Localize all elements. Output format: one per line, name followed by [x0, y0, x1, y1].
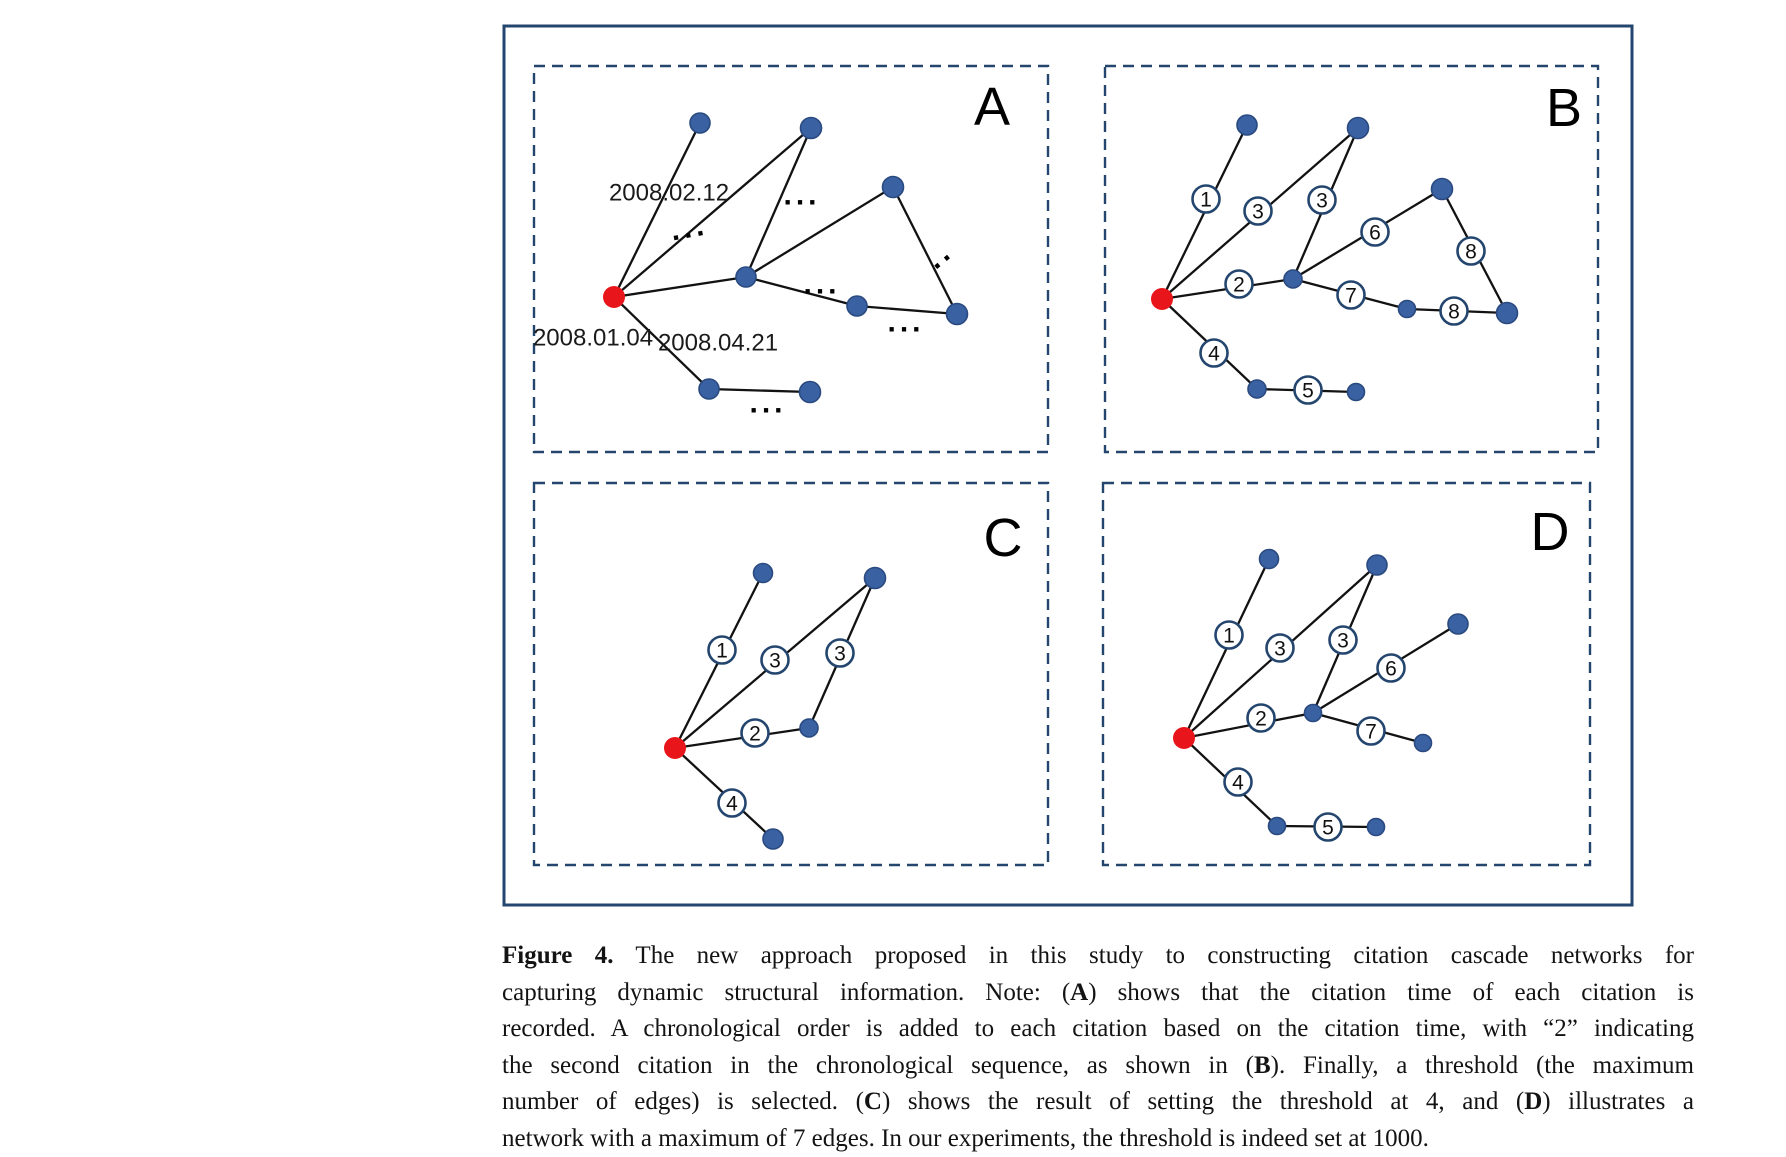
caption-figure-number: Figure 4. — [502, 942, 614, 969]
figure-caption: Figure 4. The new approach proposed in t… — [502, 938, 1694, 1157]
citing-paper-node — [699, 379, 719, 399]
citing-paper-node — [883, 177, 904, 198]
order-badge-number: 3 — [1337, 630, 1349, 653]
citing-paper-node — [947, 304, 968, 325]
caption-text-run: ) illustrates a — [1542, 1088, 1694, 1115]
order-badge-number: 2 — [749, 723, 761, 746]
order-badge-number: 3 — [1252, 201, 1264, 224]
order-badge-number: 6 — [1369, 222, 1381, 245]
citing-paper-node — [1260, 550, 1279, 569]
caption-text-run: number of edges) is selected. ( — [502, 1088, 864, 1115]
order-badge-number: 4 — [1232, 772, 1244, 795]
citing-paper-node — [1269, 818, 1286, 835]
order-badge-number: 5 — [1322, 817, 1334, 840]
citing-paper-node — [736, 267, 756, 287]
panel-A-label: A — [974, 77, 1010, 137]
citing-paper-node — [800, 382, 821, 403]
caption-line: number of edges) is selected. (C) shows … — [502, 1084, 1694, 1121]
caption-panel-ref: D — [1524, 1088, 1542, 1115]
citing-paper-node — [1368, 819, 1385, 836]
panel-D-frame — [1103, 483, 1590, 865]
caption-line: recorded. A chronological order is added… — [502, 1011, 1694, 1048]
source-paper-node — [1151, 288, 1173, 310]
caption-text-run: recorded. A chronological order is added… — [502, 1015, 1694, 1042]
caption-panel-ref: A — [1070, 979, 1088, 1006]
citing-paper-node — [1305, 705, 1322, 722]
panel-A-frame — [534, 66, 1048, 452]
caption-text-run: The new approach proposed in this study … — [614, 942, 1695, 969]
ellipsis-dots: ... — [783, 179, 820, 212]
caption-line: capturing dynamic structural information… — [502, 975, 1694, 1012]
caption-line: the second citation in the chronological… — [502, 1048, 1694, 1085]
citing-paper-node — [690, 113, 710, 133]
citing-paper-node — [754, 564, 773, 583]
citation-date-label: 2008.02.12 — [609, 180, 729, 207]
citing-paper-node — [800, 719, 818, 737]
citing-paper-node — [1367, 555, 1387, 575]
panel-D-label: D — [1531, 502, 1570, 562]
source-paper-node — [1173, 727, 1195, 749]
caption-panel-ref: B — [1254, 1052, 1271, 1079]
citing-paper-node — [763, 829, 783, 849]
figure-outer-border — [504, 26, 1632, 905]
citing-paper-node — [1448, 614, 1468, 634]
ellipsis-dots: ... — [749, 387, 786, 420]
order-badge-number: 1 — [1200, 189, 1212, 212]
caption-text-run: capturing dynamic structural information… — [502, 979, 1070, 1006]
caption-line: network with a maximum of 7 edges. In ou… — [502, 1121, 1694, 1157]
citing-paper-node — [1399, 301, 1416, 318]
citing-paper-node — [1248, 380, 1266, 398]
ellipsis-dots: ... — [668, 209, 710, 248]
order-badge-number: 7 — [1345, 285, 1357, 308]
citing-paper-node — [1432, 179, 1453, 200]
citing-paper-node — [801, 118, 822, 139]
citing-paper-node — [1237, 115, 1257, 135]
caption-text-run: the second citation in the chronological… — [502, 1052, 1254, 1079]
order-badge-number: 5 — [1302, 380, 1314, 403]
caption-line: Figure 4. The new approach proposed in t… — [502, 938, 1694, 975]
order-badge-number: 7 — [1365, 721, 1377, 744]
citing-paper-node — [1415, 735, 1432, 752]
order-badge-number: 4 — [1208, 343, 1220, 366]
caption-text-run: ). Finally, a threshold (the maximum — [1271, 1052, 1694, 1079]
citation-edge — [614, 128, 811, 297]
order-badge-number: 8 — [1448, 301, 1460, 324]
order-badge-number: 4 — [726, 793, 738, 816]
citation-date-label: 2008.01.04 — [533, 325, 653, 352]
order-badge-number: 1 — [1223, 625, 1235, 648]
citation-edge — [614, 123, 700, 297]
ellipsis-dots: ... — [803, 268, 840, 301]
order-badge-number: 2 — [1233, 274, 1245, 297]
citing-paper-node — [1497, 303, 1518, 324]
order-badge-number: 3 — [769, 650, 781, 673]
caption-panel-ref: C — [864, 1088, 882, 1115]
citing-paper-node — [865, 568, 886, 589]
caption-text-run: ) shows the result of setting the thresh… — [882, 1088, 1524, 1115]
panel-C-frame — [534, 483, 1048, 865]
source-paper-node — [603, 286, 625, 308]
citing-paper-node — [1348, 384, 1365, 401]
citation-date-label: 2008.04.21 — [658, 330, 778, 357]
order-badge-number: 2 — [1255, 708, 1267, 731]
citing-paper-node — [1284, 270, 1302, 288]
order-badge-number: 6 — [1385, 658, 1397, 681]
order-badge-number: 1 — [716, 640, 728, 663]
ellipsis-dots: ... — [887, 306, 924, 339]
panel-B-label: B — [1546, 78, 1582, 138]
order-badge-number: 8 — [1465, 241, 1477, 264]
citing-paper-node — [847, 296, 867, 316]
source-paper-node — [664, 737, 686, 759]
caption-text-run: ) shows that the citation time of each c… — [1088, 979, 1694, 1006]
order-badge-number: 3 — [834, 643, 846, 666]
caption-text-run: network with a maximum of 7 edges. In ou… — [502, 1125, 1429, 1152]
panel-C-label: C — [984, 508, 1023, 568]
order-badge-number: 3 — [1274, 638, 1286, 661]
citing-paper-node — [1348, 118, 1369, 139]
ellipsis-dots: .. — [919, 234, 959, 275]
order-badge-number: 3 — [1316, 190, 1328, 213]
